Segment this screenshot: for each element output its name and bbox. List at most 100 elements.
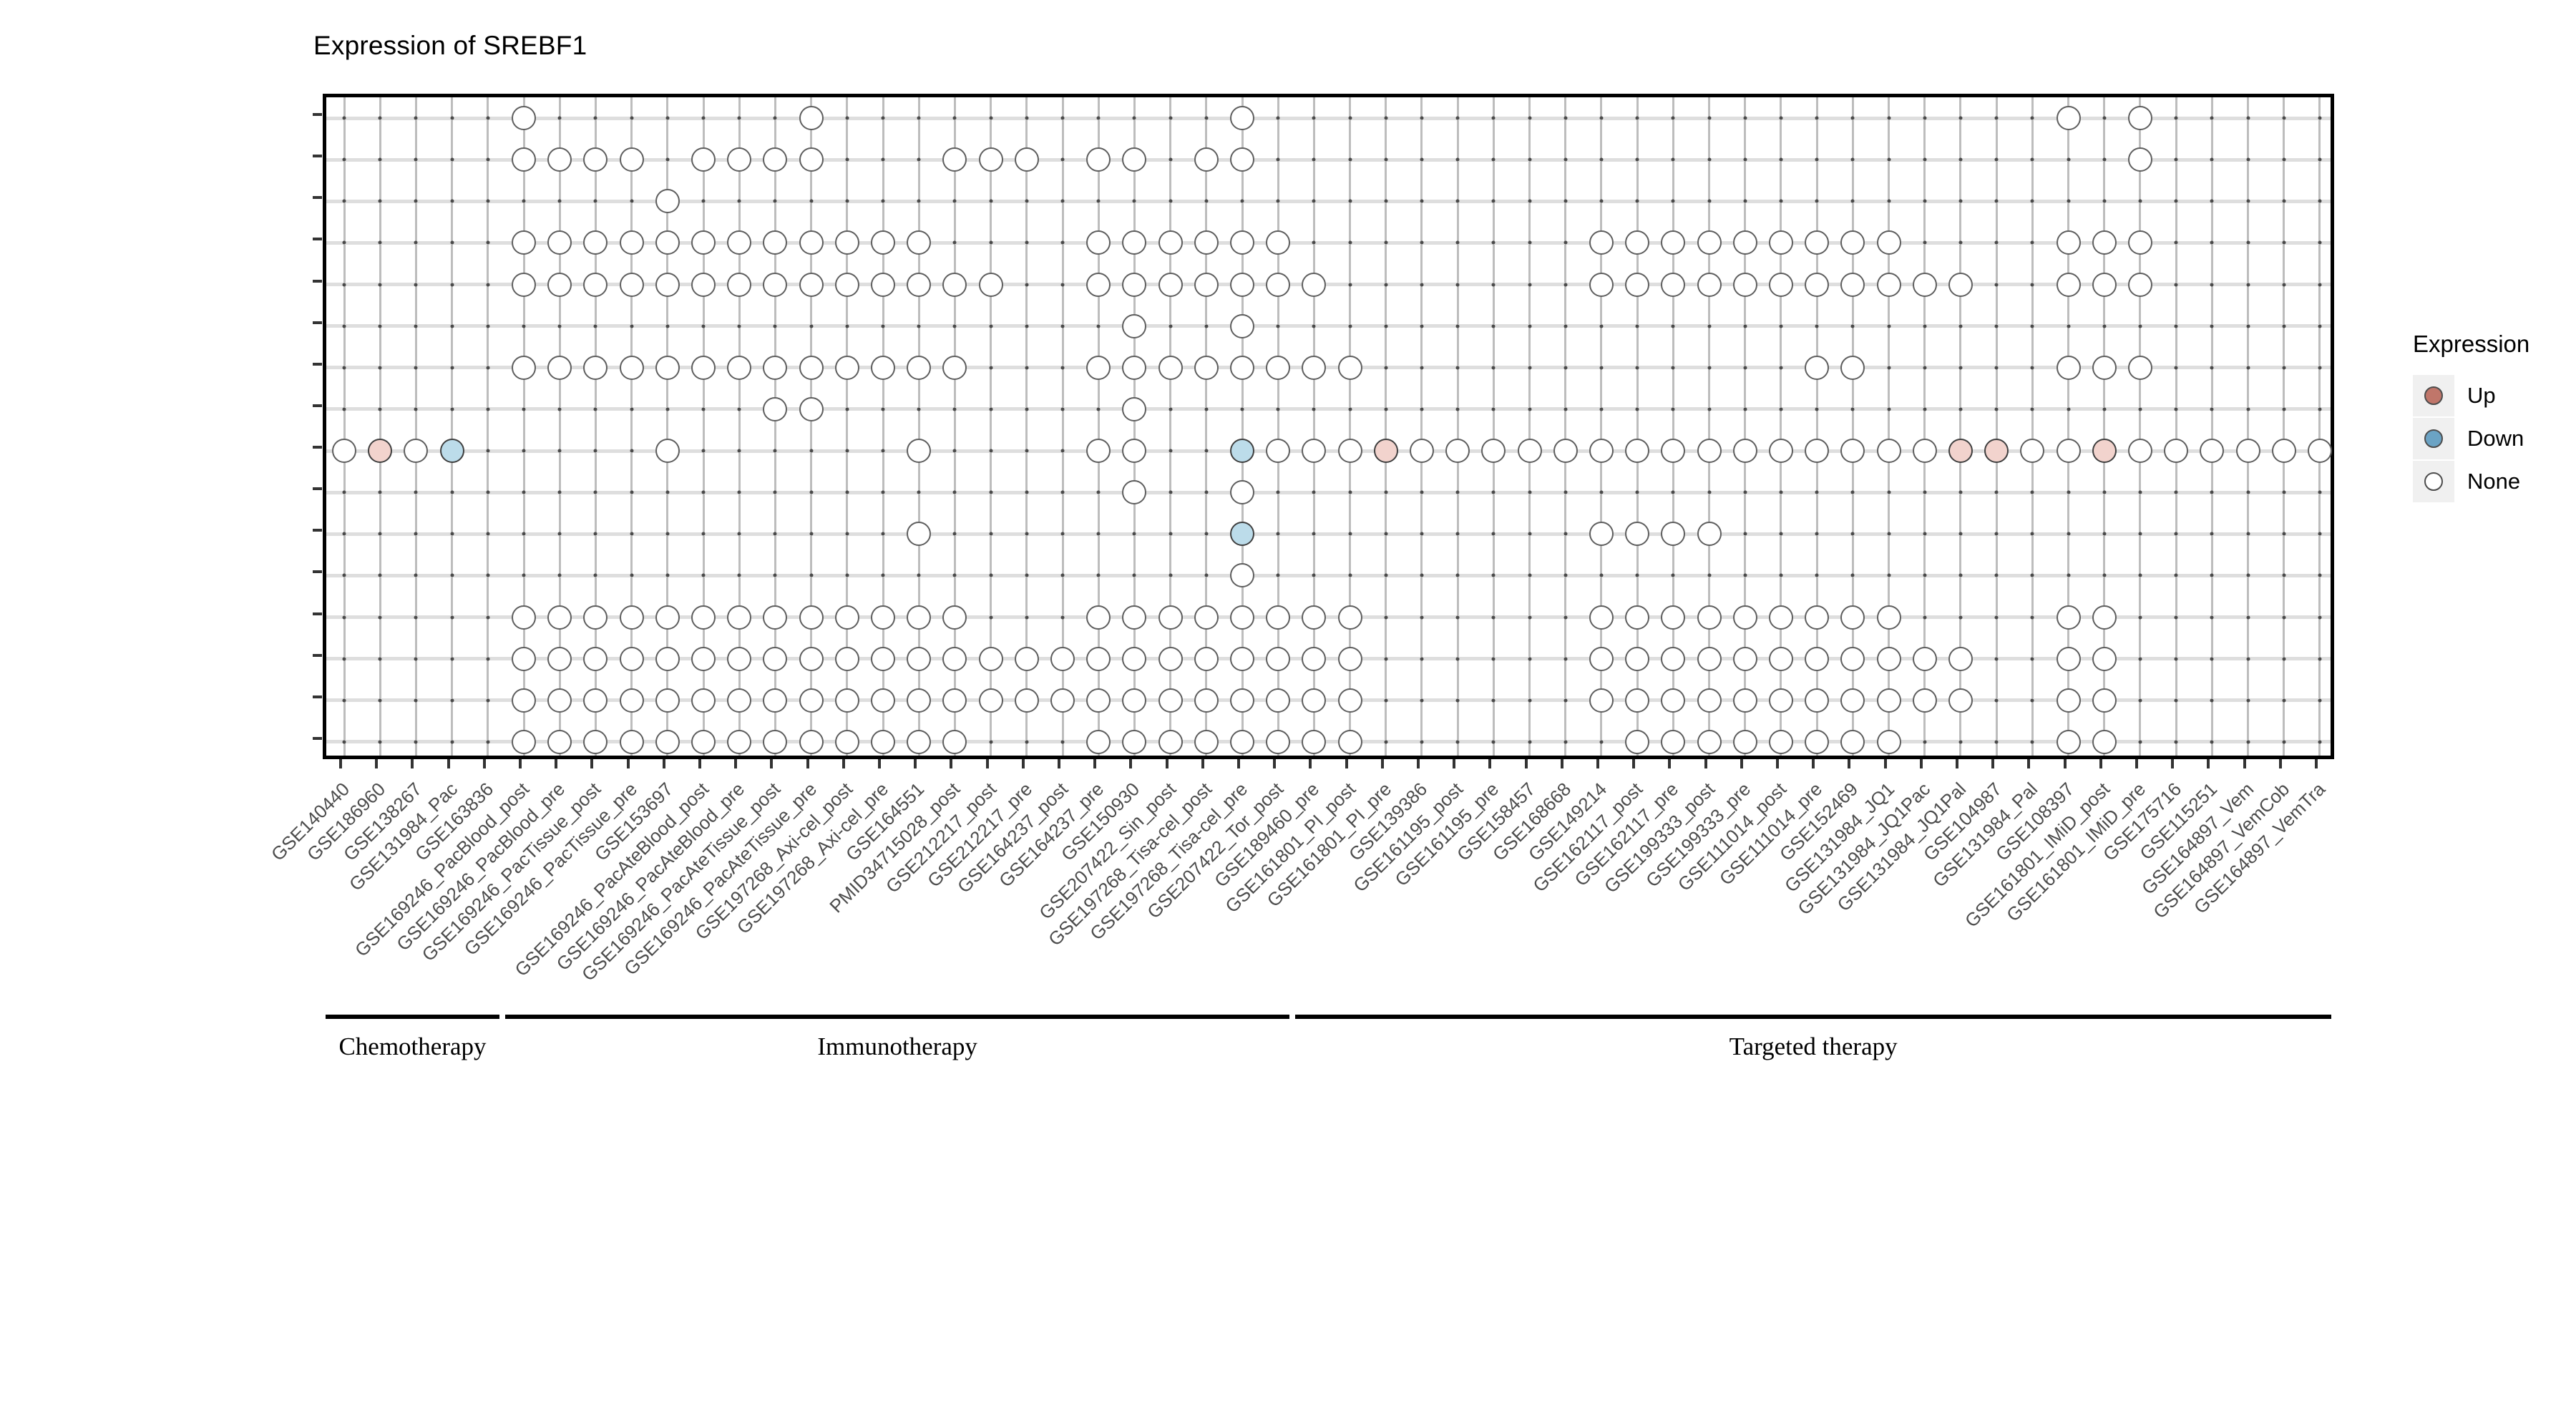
expression-cell[interactable] (1768, 646, 1793, 671)
expression-cell[interactable] (763, 729, 788, 754)
expression-cell[interactable] (871, 272, 896, 297)
expression-cell[interactable] (583, 230, 608, 255)
expression-cell[interactable] (763, 272, 788, 297)
expression-cell[interactable] (907, 272, 932, 297)
expression-cell[interactable] (978, 272, 1003, 297)
expression-cell[interactable] (1230, 439, 1254, 464)
expression-cell[interactable] (1984, 439, 2009, 464)
expression-cell[interactable] (1158, 355, 1183, 380)
expression-cell[interactable] (1266, 605, 1291, 630)
expression-cell[interactable] (655, 439, 680, 464)
expression-cell[interactable] (655, 729, 680, 754)
expression-cell[interactable] (1912, 646, 1937, 671)
expression-cell[interactable] (1589, 439, 1614, 464)
expression-cell[interactable] (1194, 147, 1219, 172)
expression-cell[interactable] (1840, 646, 1865, 671)
expression-cell[interactable] (727, 272, 752, 297)
expression-cell[interactable] (2056, 729, 2081, 754)
expression-cell[interactable] (727, 688, 752, 713)
expression-cell[interactable] (799, 605, 824, 630)
expression-cell[interactable] (1661, 646, 1686, 671)
expression-cell[interactable] (512, 147, 537, 172)
expression-cell[interactable] (1302, 688, 1327, 713)
expression-cell[interactable] (1122, 480, 1147, 505)
expression-cell[interactable] (1876, 272, 1901, 297)
expression-cell[interactable] (547, 646, 572, 671)
expression-cell[interactable] (763, 355, 788, 380)
expression-cell[interactable] (1122, 646, 1147, 671)
expression-cell[interactable] (1697, 522, 1722, 547)
expression-cell[interactable] (1050, 646, 1075, 671)
expression-cell[interactable] (727, 147, 752, 172)
expression-cell[interactable] (1194, 729, 1219, 754)
expression-cell[interactable] (1732, 272, 1757, 297)
expression-cell[interactable] (547, 230, 572, 255)
expression-cell[interactable] (1805, 355, 1830, 380)
expression-cell[interactable] (799, 230, 824, 255)
expression-cell[interactable] (512, 230, 537, 255)
expression-cell[interactable] (655, 189, 680, 214)
expression-cell[interactable] (1840, 729, 1865, 754)
expression-cell[interactable] (1086, 272, 1111, 297)
expression-cell[interactable] (512, 646, 537, 671)
expression-cell[interactable] (763, 230, 788, 255)
expression-cell[interactable] (2127, 106, 2152, 131)
expression-cell[interactable] (1086, 439, 1111, 464)
legend-item[interactable]: Up (2413, 375, 2576, 416)
expression-cell[interactable] (655, 688, 680, 713)
expression-cell[interactable] (512, 355, 537, 380)
expression-cell[interactable] (1266, 355, 1291, 380)
expression-cell[interactable] (1625, 729, 1650, 754)
expression-cell[interactable] (1266, 272, 1291, 297)
expression-cell[interactable] (1266, 230, 1291, 255)
expression-cell[interactable] (619, 605, 644, 630)
expression-cell[interactable] (655, 605, 680, 630)
expression-cell[interactable] (1768, 230, 1793, 255)
expression-cell[interactable] (1697, 272, 1722, 297)
expression-cell[interactable] (1661, 729, 1686, 754)
expression-cell[interactable] (1194, 605, 1219, 630)
expression-cell[interactable] (547, 272, 572, 297)
expression-cell[interactable] (1661, 439, 1686, 464)
expression-cell[interactable] (1158, 688, 1183, 713)
expression-cell[interactable] (1840, 230, 1865, 255)
expression-cell[interactable] (1805, 605, 1830, 630)
expression-cell[interactable] (691, 355, 716, 380)
expression-cell[interactable] (655, 230, 680, 255)
legend-item[interactable]: Down (2413, 418, 2576, 459)
expression-cell[interactable] (1266, 688, 1291, 713)
expression-cell[interactable] (2127, 355, 2152, 380)
expression-cell[interactable] (1625, 439, 1650, 464)
expression-cell[interactable] (1337, 688, 1362, 713)
expression-cell[interactable] (1805, 230, 1830, 255)
expression-cell[interactable] (1805, 729, 1830, 754)
expression-cell[interactable] (512, 272, 537, 297)
expression-cell[interactable] (1122, 439, 1147, 464)
expression-cell[interactable] (691, 646, 716, 671)
expression-cell[interactable] (978, 688, 1003, 713)
expression-cell[interactable] (1230, 230, 1254, 255)
expression-cell[interactable] (547, 605, 572, 630)
expression-cell[interactable] (978, 646, 1003, 671)
expression-cell[interactable] (2235, 439, 2260, 464)
expression-cell[interactable] (1661, 230, 1686, 255)
expression-cell[interactable] (691, 729, 716, 754)
expression-cell[interactable] (2056, 439, 2081, 464)
expression-cell[interactable] (871, 646, 896, 671)
expression-cell[interactable] (1014, 646, 1039, 671)
expression-cell[interactable] (1805, 646, 1830, 671)
expression-cell[interactable] (1158, 230, 1183, 255)
expression-cell[interactable] (1337, 729, 1362, 754)
expression-cell[interactable] (2127, 230, 2152, 255)
expression-cell[interactable] (1768, 272, 1793, 297)
expression-cell[interactable] (1697, 439, 1722, 464)
expression-cell[interactable] (691, 272, 716, 297)
expression-cell[interactable] (1840, 439, 1865, 464)
expression-cell[interactable] (1122, 313, 1147, 338)
expression-cell[interactable] (871, 355, 896, 380)
expression-cell[interactable] (1697, 605, 1722, 630)
expression-cell[interactable] (834, 729, 859, 754)
expression-cell[interactable] (1086, 230, 1111, 255)
expression-cell[interactable] (2164, 439, 2189, 464)
expression-cell[interactable] (1912, 688, 1937, 713)
